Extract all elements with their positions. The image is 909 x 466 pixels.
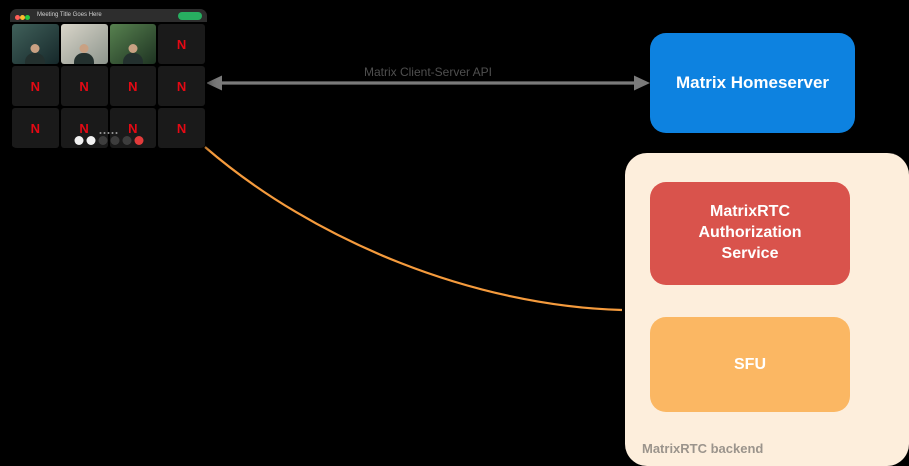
participant-logo-tile: N	[60, 66, 108, 106]
n-logo: N	[176, 120, 187, 136]
api-arrow-label: Matrix Client-Server API	[363, 65, 493, 79]
page-dot	[115, 132, 118, 134]
n-logo: N	[128, 120, 138, 136]
participant-logo-tile: N	[158, 108, 205, 148]
sfu-label: SFU	[734, 355, 766, 373]
participant-logo-tile: N	[158, 66, 205, 106]
arrow-head-right-icon	[634, 75, 650, 91]
n-logo: N	[128, 78, 138, 94]
participant-video-tile	[109, 24, 157, 64]
matrixrtc-backend-container: MatrixRTC Authorization Service SFU Matr…	[625, 153, 909, 466]
participant-logo-tile: N	[12, 108, 59, 148]
participants-control-button	[110, 136, 119, 145]
screenshare-control-button	[98, 136, 107, 145]
window-titlebar: Meeting Title Goes Here	[10, 9, 207, 22]
homeserver-label: Matrix Homeserver	[675, 73, 830, 92]
participant-logo-tile: N	[158, 24, 205, 64]
mic-control-button	[74, 136, 83, 145]
page-dot	[107, 132, 110, 134]
sfu-box: SFU	[650, 317, 850, 412]
participant-video-tile	[60, 24, 108, 64]
video-call-window: Meeting Title Goes Here N N N N N N N N N	[10, 9, 207, 148]
matrix-homeserver-box: Matrix Homeserver	[650, 33, 855, 133]
auth-service-label: MatrixRTC Authorization Service	[698, 203, 802, 262]
minimize-window-button-icon	[20, 14, 25, 20]
n-logo: N	[30, 120, 41, 136]
participant-logo-tile: N	[12, 66, 59, 106]
call-to-sfu-connector	[204, 146, 623, 312]
close-window-button-icon	[15, 14, 20, 20]
backend-caption: MatrixRTC backend	[642, 441, 764, 456]
page-dot	[103, 132, 106, 134]
traffic-lights	[15, 9, 30, 25]
call-control-bar	[74, 132, 143, 145]
page-dot	[99, 132, 102, 134]
call-controls	[74, 136, 143, 145]
n-logo: N	[79, 120, 89, 136]
n-logo: N	[176, 78, 187, 94]
video-grid: N N N N N N N N N	[10, 22, 207, 148]
more-control-button	[122, 136, 131, 145]
join-pill-button	[178, 11, 202, 20]
participant-video-tile	[12, 24, 59, 64]
auth-service-box: MatrixRTC Authorization Service	[650, 182, 850, 285]
page-dot	[111, 132, 114, 134]
window-title: Meeting Title Goes Here	[37, 12, 102, 18]
participant-logo-tile: N	[109, 66, 157, 106]
n-logo: N	[176, 36, 187, 52]
camera-control-button	[86, 136, 95, 145]
n-logo: N	[30, 78, 41, 94]
zoom-window-button-icon	[25, 14, 30, 20]
arrow-head-left-icon	[206, 75, 222, 91]
pagination-dots	[99, 132, 118, 134]
n-logo: N	[79, 78, 89, 94]
hangup-control-button	[134, 136, 143, 145]
